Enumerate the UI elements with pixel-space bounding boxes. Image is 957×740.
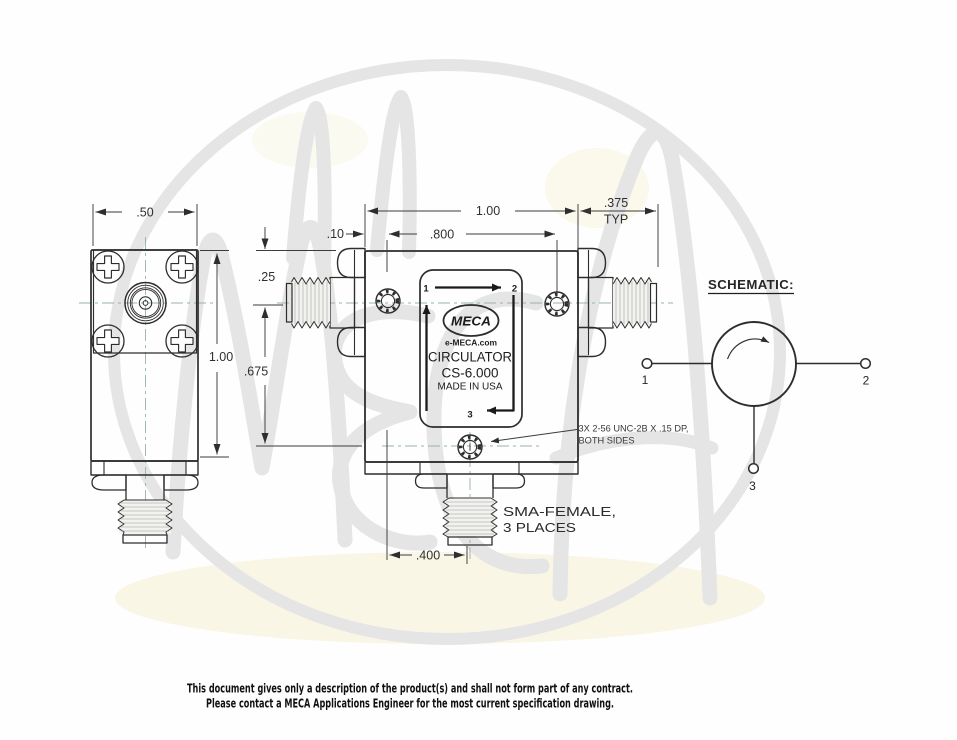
right-sma-connector <box>577 247 658 358</box>
dim-hole-to-port: .400 <box>416 549 440 563</box>
watermark-letter-e <box>326 304 438 551</box>
dim-edge-to-hole: .10 <box>327 227 344 241</box>
schematic-port-3: 3 <box>749 479 756 493</box>
tap-note-line-2: BOTH SIDES <box>579 436 635 446</box>
dim-axis-to-hole: .675 <box>244 365 268 379</box>
dim-top-to-axis: .25 <box>258 270 275 284</box>
tap-note-line-1: 3X 2-56 UNC-2B X .15 DP, <box>579 424 689 434</box>
plate-product: CIRCULATOR <box>428 350 512 365</box>
schematic: SCHEMATIC: 1 2 3 <box>641 277 872 493</box>
screw-head-bottom <box>457 434 483 460</box>
schematic-title: SCHEMATIC: <box>708 277 794 292</box>
phillips-cross-icon <box>170 329 194 353</box>
watermark-letter-a-bar <box>549 431 719 465</box>
dimensions: .50 1.00 1.00 .375 TYP .10 .800 .25 <box>92 196 659 564</box>
phillips-cross-icon <box>170 255 194 279</box>
watermark-letter-a <box>552 125 718 606</box>
phillips-screws <box>91 250 199 358</box>
sma-note-line-2: 3 PLACES <box>503 520 576 535</box>
plate-port-2: 2 <box>512 284 517 295</box>
watermark-oval <box>108 59 786 645</box>
label-plate: 1 2 3 MECA e-MECA.com CIRCULATOR CS-6.00… <box>419 269 523 428</box>
port3-terminal <box>747 462 760 475</box>
footer-line-2: Please contact a MECA Applications Engin… <box>206 696 614 711</box>
schematic-port-2: 2 <box>863 374 870 388</box>
sma-note-line-1: SMA-FEMALE, <box>503 504 616 519</box>
bottom-sma-connector <box>364 461 579 546</box>
screw-head-left <box>375 288 401 314</box>
plate-origin: MADE IN USA <box>438 382 503 393</box>
watermark-flourish-1 <box>286 101 332 269</box>
meca-logo-oval <box>442 304 500 337</box>
dim-side-width: .50 <box>136 206 153 220</box>
dim-connector-typ: TYP <box>604 213 628 227</box>
rotation-arrow-icon <box>726 336 770 360</box>
plate-website: e-MECA.com <box>445 338 497 348</box>
plate-port-1: 1 <box>423 284 429 295</box>
sma-face-rings <box>124 281 167 325</box>
dim-side-height: 1.00 <box>209 350 233 364</box>
meca-logo-text: MECA <box>451 315 491 329</box>
port1-terminal <box>641 357 653 370</box>
port2-to-port3-arrow <box>487 295 515 415</box>
phillips-cross-icon <box>96 255 120 279</box>
dim-front-width: 1.00 <box>476 204 500 218</box>
side-bottom-connector <box>90 460 199 544</box>
screw-head-right <box>544 291 570 317</box>
front-view: 1 2 3 MECA e-MECA.com CIRCULATOR CS-6.00… <box>285 247 658 546</box>
dim-hole-span: .800 <box>430 228 454 242</box>
footer-line-1: This document gives only a description o… <box>187 681 633 696</box>
meca-watermark <box>108 59 786 645</box>
watermark-letter-c <box>426 291 550 575</box>
tap-note-leader <box>490 429 578 444</box>
plate-port-3: 3 <box>467 410 472 421</box>
schematic-port-1: 1 <box>642 373 649 387</box>
dim-connector-length: .375 <box>604 196 628 210</box>
port2-terminal <box>859 357 872 370</box>
sma-flange-plate <box>92 249 198 354</box>
left-view <box>90 249 199 544</box>
left-sma-connector <box>285 247 366 358</box>
phillips-cross-icon <box>96 329 120 353</box>
footer-disclaimer: This document gives only a description o… <box>187 681 633 711</box>
plate-model: CS-6.000 <box>442 366 499 381</box>
annotations: 3X 2-56 UNC-2B X .15 DP, BOTH SIDES SMA-… <box>490 424 689 535</box>
watermark-cream-band <box>115 552 765 644</box>
watermark-flourish-2 <box>370 90 417 259</box>
